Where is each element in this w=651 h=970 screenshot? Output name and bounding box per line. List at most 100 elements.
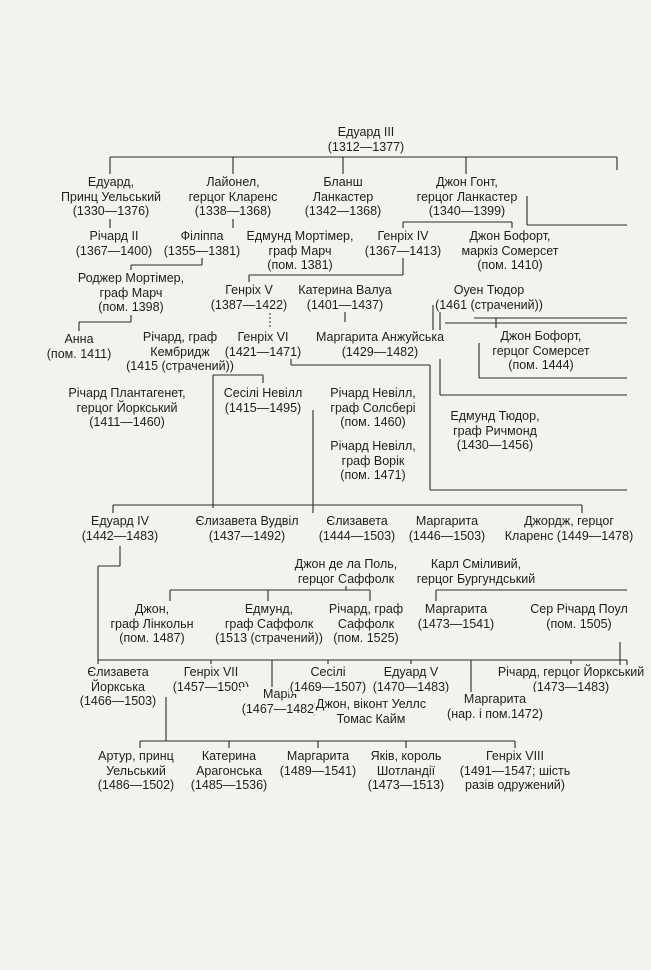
person-margaret-1473: Маргарита(1473—1541) [416, 602, 496, 631]
person-text-line: Катерина [201, 749, 257, 763]
person-text-line: (1421—1471) [224, 344, 302, 359]
person-text-line: (пом. 1505) [546, 616, 612, 631]
person-text-line: (1466—1503) [79, 694, 157, 708]
person-anne: Анна(пом. 1411) [45, 332, 113, 361]
person-text-line: (1415—1495) [224, 400, 302, 415]
person-text-line: (1444—1503) [318, 528, 396, 543]
person-text-line: (1312—1377) [327, 139, 405, 154]
person-catherine-valois: Катерина Валуа(1401—1437) [297, 283, 393, 312]
person-text-line: (пом. 1487) [119, 631, 185, 645]
person-text-line: Йоркська [91, 679, 145, 694]
person-text-line: (1330—1376) [72, 204, 150, 218]
person-text-line: Маргарита Анжуйська [315, 330, 445, 344]
person-text-line: Джон, [134, 602, 170, 616]
person-edward5: Едуард V(1470—1483) [371, 665, 451, 694]
person-text-line: (1469—1507) [289, 679, 367, 694]
person-text-line: граф Солсбері [330, 400, 416, 415]
person-text-line: (1513 (страчений)) [215, 631, 323, 645]
person-text-line: (1485—1536) [190, 778, 268, 792]
person-text-line: Оуен Тюдор [453, 283, 525, 297]
person-john-beaufort-m: Джон Бофорт,маркіз Сомерсет(пом. 1410) [460, 229, 560, 273]
person-text-line: Генріх IV [377, 229, 429, 243]
person-text-line: Едмунд Тюдор, [450, 409, 540, 423]
person-text-line: (1473—1541) [417, 616, 495, 631]
person-text-line: Річард, герцог Йоркський [497, 665, 645, 679]
person-text-line: (1446—1503) [408, 528, 486, 543]
person-text-line: герцог Йоркський [76, 400, 178, 415]
person-text-line: Річард, граф [142, 330, 218, 344]
person-text-line: Єлизавета [326, 514, 388, 528]
person-lionel: Лайонел,герцог Кларенс(1338—1368) [187, 175, 279, 219]
person-edmund-tudor: Едмунд Тюдор,граф Ричмонд(1430—1456) [449, 409, 541, 453]
person-text-line: Джон Бофорт, [469, 229, 551, 243]
person-text-line: Маргарита [286, 749, 350, 763]
person-text-line: (1355—1381) [163, 243, 241, 258]
person-margaret-anjou: Маргарита Анжуйська(1429—1482) [314, 330, 446, 359]
person-text-line: Джон, віконт Уеллс [315, 697, 427, 711]
person-text-line: разів одружений) [465, 778, 565, 792]
person-henry4: Генріх IV(1367—1413) [363, 229, 443, 258]
person-text-line: (1340—1399) [428, 204, 506, 218]
person-text-line: Генріх VII [183, 665, 239, 679]
person-text-line: Катерина Валуа [298, 283, 392, 297]
person-edward3: Едуард III(1312—1377) [326, 125, 406, 154]
person-text-line: Генріх VI [237, 330, 289, 344]
person-text-line: (1387—1422) [210, 297, 288, 312]
person-text-line: Сер Річард Поул [530, 602, 628, 616]
person-text-line: Філіппа [180, 229, 224, 243]
person-henry5: Генріх V(1387—1422) [209, 283, 289, 312]
person-text-line: (нар. і пом.1472) [447, 706, 543, 721]
person-text-line: Маргарита [415, 514, 479, 528]
person-margaret-1472: Маргарита(нар. і пом.1472) [446, 692, 544, 721]
person-text-line: граф Марч [268, 243, 332, 258]
person-text-line: (пом. 1460) [340, 415, 406, 429]
person-john-gaunt: Джон Гонт,герцог Ланкастер(1340—1399) [415, 175, 519, 219]
person-text-line: Марія [262, 687, 298, 701]
person-text-line: (1473—1483) [532, 679, 610, 694]
person-text-line: Шотландії [376, 763, 436, 778]
person-text-line: Лайонел, [206, 175, 260, 189]
person-text-line: (пом. 1471) [340, 468, 406, 482]
person-text-line: Річард Невілл, [330, 439, 416, 453]
person-text-line: (1338—1368) [194, 204, 272, 218]
person-philippa: Філіппа(1355—1381) [162, 229, 242, 258]
person-text-line: герцог Саффолк [297, 571, 395, 586]
person-text-line: Маргарита [424, 602, 488, 616]
person-text-line: граф Ворік [341, 453, 405, 468]
person-text-line: (1437—1492) [208, 528, 286, 543]
person-text-line: (пом. 1381) [267, 258, 333, 272]
person-text-line: Арагонська [196, 763, 262, 778]
person-text-line: (1429—1482) [341, 344, 419, 359]
person-text-line: Принц Уельський [60, 189, 162, 204]
person-text-line: Сесілі [310, 665, 346, 679]
person-edmund-mortimer: Едмунд Мортімер,граф Марч(пом. 1381) [245, 229, 355, 273]
person-roger-mortimer: Роджер Мортімер,граф Марч(пом. 1398) [76, 271, 186, 315]
person-charles-bold: Карл Сміливий,герцог Бургундський [415, 557, 537, 586]
person-text-line: Саффолк [337, 616, 395, 631]
person-richard-pole: Сер Річард Поул(пом. 1505) [529, 602, 629, 631]
person-text-line: (1486—1502) [97, 778, 175, 792]
person-text-line: Роджер Мортімер, [77, 271, 185, 285]
person-text-line: Єлизавета [87, 665, 149, 679]
person-text-line: Маргарита [463, 692, 527, 706]
person-text-line: Томас Кайм [336, 711, 406, 726]
person-text-line: граф Марч [99, 285, 163, 300]
person-john-lincoln: Джон,граф Лінкольн(пом. 1487) [109, 602, 195, 646]
person-text-line: Джон де ла Поль, [294, 557, 398, 571]
person-text-line: Уельський [106, 763, 166, 778]
person-text-line: (пом. 1410) [477, 258, 543, 272]
person-text-line: (1457—1509) [172, 679, 250, 694]
person-edmund-suffolk: Едмунд,граф Саффолк(1513 (страчений)) [214, 602, 324, 646]
person-text-line: граф Ричмонд [453, 423, 537, 438]
person-text-line: (1467—1482) [241, 701, 319, 716]
person-richard2: Річард II(1367—1400) [74, 229, 154, 258]
person-richard-warwick: Річард Невілл,граф Ворік(пом. 1471) [329, 439, 417, 483]
person-text-line: Джон Бофорт, [500, 329, 582, 343]
